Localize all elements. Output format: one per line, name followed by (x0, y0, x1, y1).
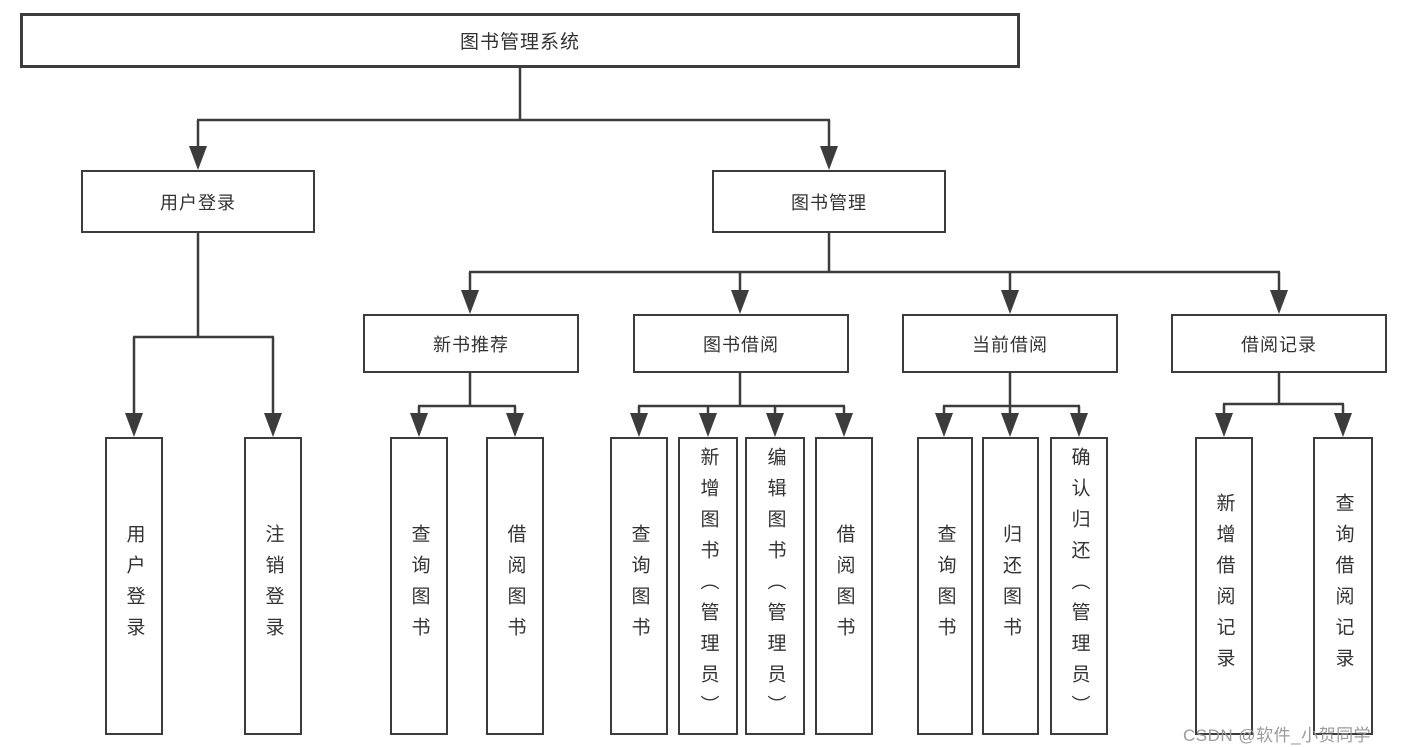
node-user-login-label: 用户登录 (160, 192, 236, 213)
node-root: 图书管理系统 (20, 13, 1020, 68)
node-borrowing-records-label: 借阅记录 (1241, 334, 1317, 355)
leaf-edit-books-admin: 编辑图书（管理员） (745, 437, 805, 735)
leaf-return-books: 归还图书 (982, 437, 1039, 735)
leaf-add-borrow-record-label: 新增借阅记录 (1213, 493, 1235, 679)
node-borrowing-records: 借阅记录 (1171, 314, 1387, 373)
node-book-management-label: 图书管理 (791, 192, 867, 213)
leaf-query-books-recommend-label: 查询图书 (408, 524, 430, 648)
leaf-confirm-return-admin: 确认归还（管理员） (1050, 437, 1108, 735)
leaf-return-books-label: 归还图书 (1000, 524, 1021, 648)
node-current-borrowing-label: 当前借阅 (972, 334, 1048, 355)
watermark: CSDN @软件_小贺同学 (1183, 726, 1372, 745)
leaf-borrow-books-borrow-label: 借阅图书 (833, 524, 855, 648)
leaf-confirm-return-admin-label: 确认归还（管理员） (1068, 446, 1090, 726)
leaf-query-borrow-record: 查询借阅记录 (1313, 437, 1373, 735)
leaf-query-books-borrow: 查询图书 (610, 437, 668, 735)
node-new-book-recommend-label: 新书推荐 (433, 334, 509, 355)
leaf-add-books-admin: 新增图书（管理员） (678, 437, 738, 735)
leaf-add-books-admin-label: 新增图书（管理员） (697, 446, 719, 726)
node-user-login: 用户登录 (81, 170, 315, 233)
leaf-query-borrow-record-label: 查询借阅记录 (1332, 493, 1354, 679)
node-current-borrowing: 当前借阅 (902, 314, 1118, 373)
leaf-query-books-current: 查询图书 (917, 437, 973, 735)
leaf-edit-books-admin-label: 编辑图书（管理员） (764, 446, 786, 726)
leaf-user-login: 用户登录 (105, 437, 163, 735)
node-root-label: 图书管理系统 (459, 32, 580, 53)
leaf-borrow-books-recommend: 借阅图书 (486, 437, 544, 735)
node-book-borrowing: 图书借阅 (633, 314, 849, 373)
leaf-borrow-books-recommend-label: 借阅图书 (504, 524, 526, 648)
leaf-query-books-recommend: 查询图书 (390, 437, 448, 735)
leaf-logout-login: 注销登录 (244, 437, 302, 735)
leaf-query-books-current-label: 查询图书 (934, 524, 956, 648)
node-book-borrowing-label: 图书借阅 (703, 334, 779, 355)
leaf-borrow-books-borrow: 借阅图书 (815, 437, 873, 735)
leaf-logout-login-label: 注销登录 (262, 524, 284, 648)
node-book-management: 图书管理 (712, 170, 946, 233)
node-new-book-recommend: 新书推荐 (363, 314, 579, 373)
leaf-query-books-borrow-label: 查询图书 (628, 524, 650, 648)
leaf-user-login-label: 用户登录 (123, 524, 145, 648)
leaf-add-borrow-record: 新增借阅记录 (1195, 437, 1253, 735)
